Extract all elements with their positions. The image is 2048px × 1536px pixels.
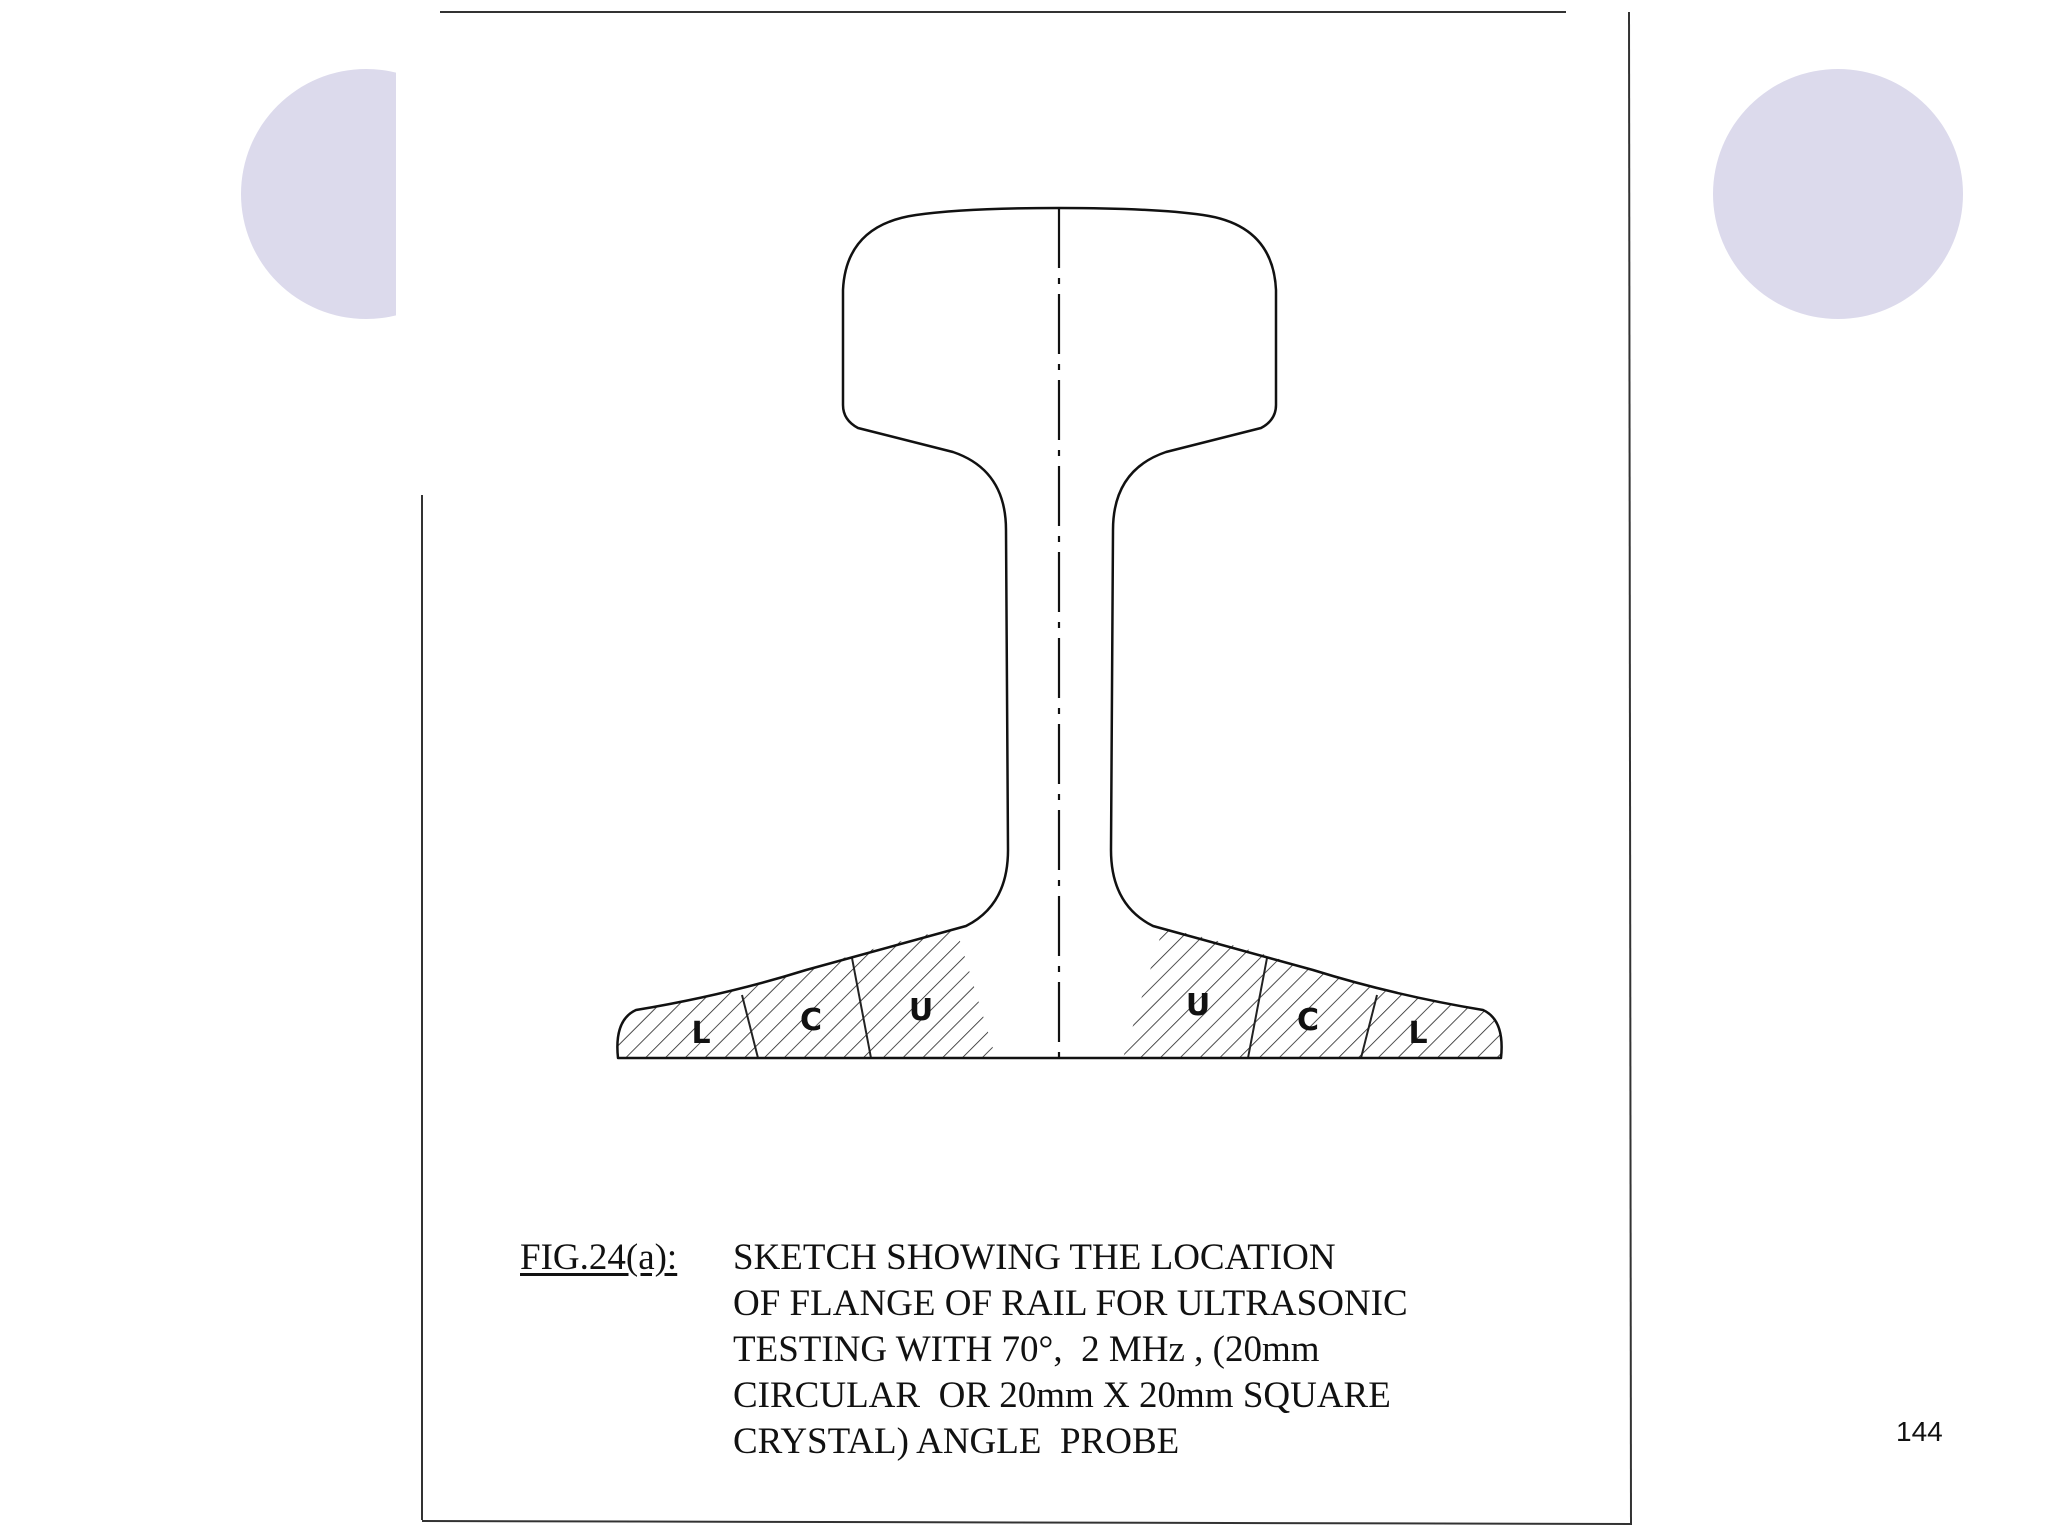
zone-label-right-l: L [1408, 1016, 1427, 1051]
scanned-figure-sheet: L C U U C L FIG.24(a): SKETCH SHOWING TH… [396, 0, 1656, 1536]
rail-profile-outline [616, 206, 1503, 1060]
zone-label-left-c: C [800, 1003, 822, 1038]
right-flange-hatching [1123, 928, 1502, 1058]
caption-line: CIRCULAR OR 20mm X 20mm SQUARE [733, 1375, 1391, 1416]
caption-line: OF FLANGE OF RAIL FOR ULTRASONIC [733, 1283, 1408, 1324]
zone-label-left-u: U [909, 993, 933, 1028]
decorative-circle-right [1713, 69, 1963, 319]
slide-page-number: 144 [1896, 1416, 1943, 1447]
caption-line: SKETCH SHOWING THE LOCATION [733, 1237, 1336, 1278]
zone-label-right-u: U [1186, 988, 1210, 1023]
zone-separators [741, 957, 1378, 1059]
caption-line: CRYSTAL) ANGLE PROBE [733, 1421, 1180, 1462]
zone-label-left-l: L [691, 1016, 710, 1051]
left-flange-hatching [617, 928, 996, 1058]
zone-label-right-c: C [1297, 1003, 1319, 1038]
figure-number: FIG.24(a): [520, 1237, 678, 1278]
rail-cross-section-diagram: L C U U C L [421, 11, 1632, 1526]
caption-text: SKETCH SHOWING THE LOCATION OF FLANGE OF… [733, 1235, 1633, 1465]
caption-line: TESTING WITH 70°, 2 MHz , (20mm [733, 1329, 1320, 1370]
frame-bottom-line [421, 1520, 1632, 1525]
frame-right-line [1628, 11, 1632, 1526]
